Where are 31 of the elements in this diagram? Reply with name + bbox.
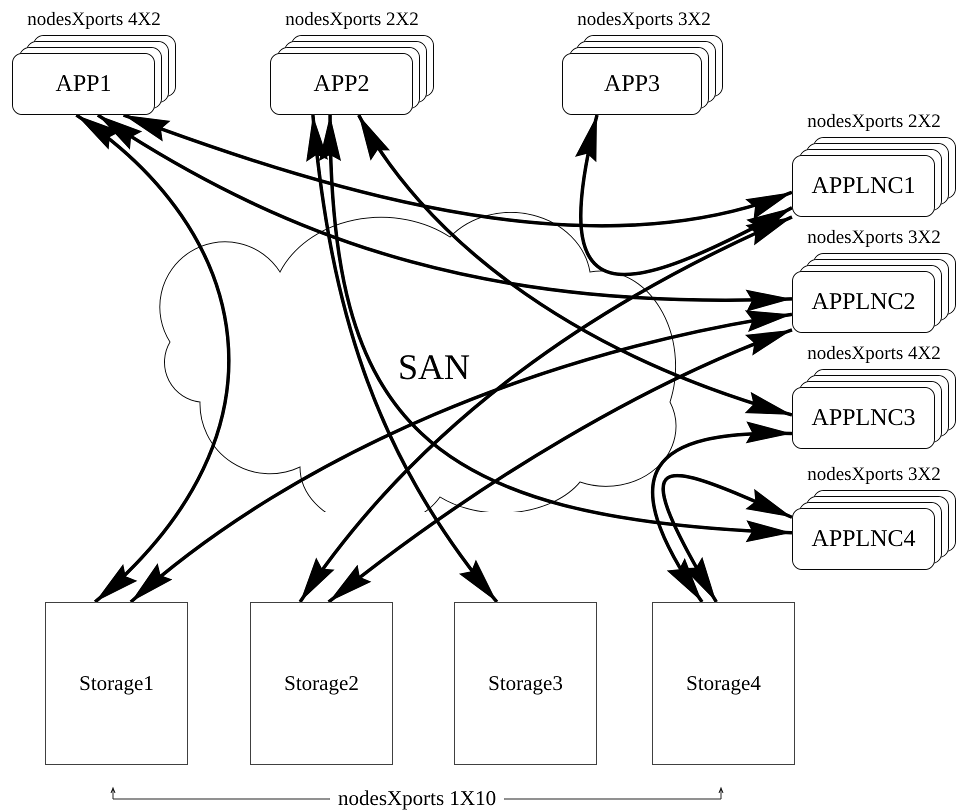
arrow — [96, 114, 792, 311]
node-heading: nodesXports 2X2 — [806, 110, 942, 134]
node-box: APPLNC4 — [792, 508, 935, 570]
node-heading: nodesXports 4X2 — [26, 8, 162, 32]
node-box: APP2 — [270, 53, 413, 115]
node-heading: nodesXports 3X2 — [806, 226, 942, 250]
arrow — [320, 114, 792, 542]
node-heading: nodesXports 4X2 — [806, 342, 942, 366]
node-box: APPLNC1 — [792, 155, 935, 217]
arrow — [357, 114, 793, 417]
arrow — [75, 114, 230, 604]
node-box: APP3 — [562, 53, 702, 115]
arrow — [328, 328, 793, 604]
storage-box: Storage3 — [454, 602, 597, 765]
arrow — [298, 215, 793, 603]
arrow — [130, 311, 792, 604]
arrow — [662, 474, 793, 603]
node-heading: nodesXports 2X2 — [284, 8, 420, 32]
node-heading: nodesXports 3X2 — [806, 463, 942, 487]
cloud-label: SAN — [398, 349, 470, 385]
node-box: APPLNC2 — [792, 271, 935, 333]
arrow — [576, 114, 793, 276]
node-box: APPLNC3 — [792, 387, 935, 449]
arrow — [122, 113, 793, 228]
storage-box: Storage2 — [250, 602, 393, 765]
storage-box: Storage1 — [45, 602, 188, 765]
arrow — [651, 422, 792, 603]
node-heading: nodesXports 3X2 — [576, 8, 712, 32]
arrow — [306, 114, 498, 604]
node-box: APP1 — [12, 53, 155, 115]
storage-box: Storage4 — [652, 602, 795, 765]
